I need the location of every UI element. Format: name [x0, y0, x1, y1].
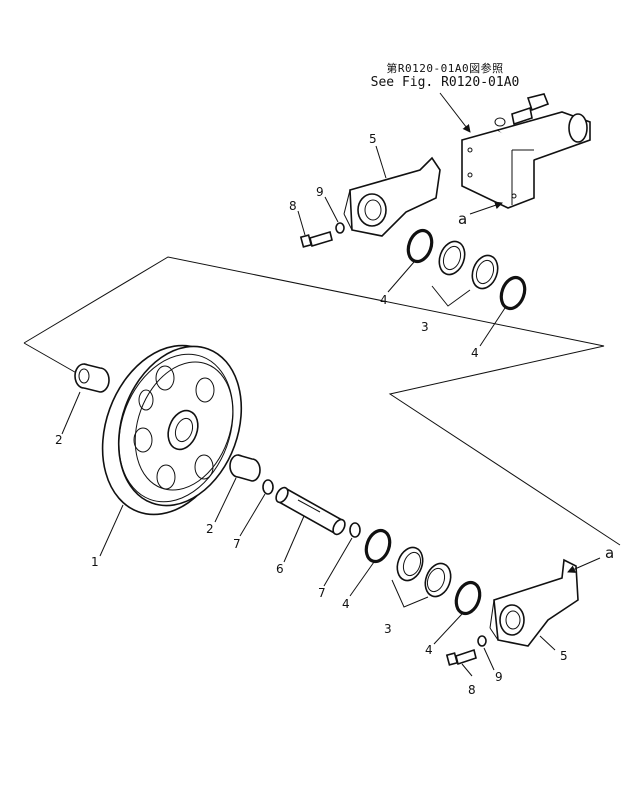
callout-3-lower: 3: [384, 622, 392, 636]
washer-lower: [477, 635, 487, 647]
callout-6: 6: [276, 562, 284, 576]
callout-2-lower: 2: [206, 522, 214, 536]
o-ring-left: [262, 479, 274, 495]
callout-8-lower: 8: [468, 683, 476, 697]
bolt-lower: [445, 648, 477, 666]
callout-8-upper: 8: [289, 199, 297, 213]
idler-wheel: [101, 344, 243, 516]
leader-lines: [61, 92, 601, 677]
lower-seal-group: [364, 528, 482, 616]
callout-labels: 1 2 2 7 6 7 4 3 4 5 8 9 8 9 5 4 3 4 a a: [55, 132, 614, 697]
callout-9-lower: 9: [495, 670, 503, 684]
callout-4-upper-left: 4: [380, 293, 388, 307]
bushing-lower: [229, 454, 261, 482]
callout-1: 1: [91, 555, 99, 569]
callout-4-lower-left: 4: [342, 597, 350, 611]
bolt-upper: [299, 230, 333, 248]
callout-7-left: 7: [233, 537, 241, 551]
callout-7-right: 7: [318, 586, 326, 600]
callout-5-lower: 5: [560, 649, 568, 663]
support-bracket-upper: [343, 156, 441, 237]
callout-5-upper: 5: [369, 132, 377, 146]
callout-4-upper-right: 4: [471, 346, 479, 360]
callout-2-upper: 2: [55, 433, 63, 447]
callout-9-upper: 9: [316, 185, 324, 199]
figure-reference-english: See Fig. R0120-01A0: [370, 75, 520, 90]
arrow-label-a-upper: a: [458, 210, 467, 228]
washer-upper: [335, 222, 345, 234]
callout-4-lower-right: 4: [425, 643, 433, 657]
support-bracket-lower: [489, 558, 579, 647]
assembly-outline: [23, 256, 621, 546]
upper-seal-group: [406, 228, 527, 311]
callout-3-upper: 3: [421, 320, 429, 334]
arrow-label-a-lower: a: [605, 544, 614, 562]
figure-reference-japanese: 第R0120-01A0図参照: [386, 62, 504, 75]
figure-reference: 第R0120-01A0図参照 See Fig. R0120-01A0: [360, 62, 530, 91]
referenced-frame-part: [461, 93, 591, 209]
bushing-upper: [74, 363, 110, 393]
o-ring-right: [349, 522, 361, 538]
idler-shaft: [275, 486, 346, 536]
